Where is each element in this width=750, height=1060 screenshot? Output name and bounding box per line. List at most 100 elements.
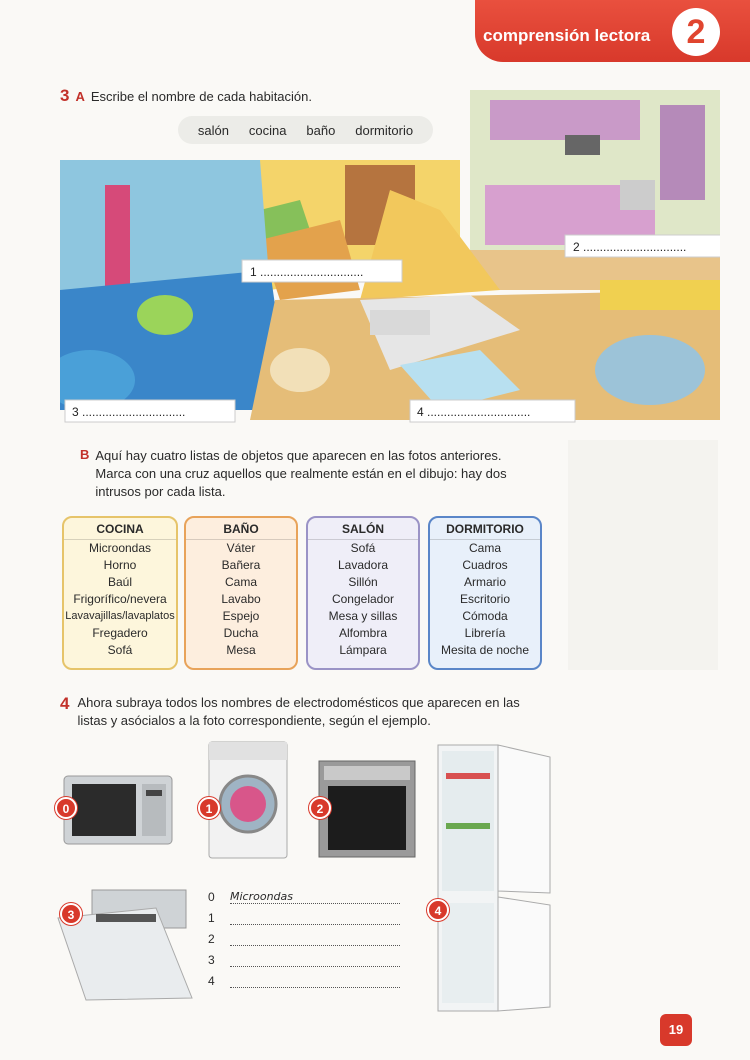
list-item[interactable]: Lámpara [339, 643, 387, 657]
list-item[interactable]: Sofá [107, 643, 133, 657]
instruction-line: intrusos por cada lista. [95, 484, 226, 499]
house-illustration: 1 ............................... 2 ....… [60, 90, 720, 425]
list-item[interactable]: Bañera [221, 558, 261, 572]
washing-machine-icon [208, 741, 288, 859]
list-item[interactable]: Mesa y sillas [328, 609, 398, 623]
dishwasher-photo [56, 888, 196, 1003]
list-bano: BAÑO Váter Bañera Cama Lavabo Espejo Duc… [184, 516, 298, 670]
list-item[interactable]: Lavadora [337, 558, 389, 572]
list-item[interactable]: Fregadero [92, 626, 148, 640]
exercise4-heading: 4 Ahora subraya todos los nombres de ele… [60, 694, 550, 730]
answer-number: 1 [208, 911, 215, 925]
svg-text:3 ............................: 3 ............................... [72, 405, 185, 419]
appliance-badge-2: 2 [309, 797, 331, 819]
answer-field[interactable] [230, 953, 400, 967]
list-item[interactable]: Ducha [223, 626, 259, 640]
list-item[interactable]: Váter [226, 541, 256, 555]
oven-photo [318, 760, 416, 858]
list-title: BAÑO [186, 518, 296, 540]
oven-icon [318, 760, 416, 858]
answer-row-3: 3 [208, 949, 400, 967]
list-item[interactable]: Alfombra [338, 626, 388, 640]
word-bank-item: dormitorio [355, 122, 414, 138]
exercise3b-heading: B Aquí hay cuatro listas de objetos que … [80, 447, 550, 501]
svg-text:2 ............................: 2 ............................... [573, 240, 686, 254]
answer-row-4: 4 [208, 970, 400, 988]
answer-number: 4 [208, 974, 215, 988]
exercise-number: 4 [60, 694, 70, 713]
instruction-text: Ahora subraya todos los nombres de elect… [77, 694, 519, 730]
house-cutaway-image: 1 ............................... 2 ....… [60, 90, 720, 423]
list-item[interactable]: Escritorio [459, 592, 510, 606]
faded-margin-area [568, 440, 718, 670]
list-dormitorio: DORMITORIO Cama Cuadros Armario Escritor… [428, 516, 542, 670]
list-item[interactable]: Cómoda [462, 609, 508, 623]
part-letter: B [80, 447, 90, 462]
word-bank: salón cocina baño dormitorio [178, 116, 433, 144]
room-label-2: 2 ............................... [564, 234, 720, 258]
answer-field[interactable] [230, 911, 400, 925]
list-salon: SALÓN Sofá Lavadora Sillón Congelador Me… [306, 516, 420, 670]
list-item[interactable]: Congelador [331, 592, 395, 606]
list-item[interactable]: Sofá [350, 541, 376, 555]
appliance-badge-1: 1 [198, 797, 220, 819]
instruction-line: Marca con una cruz aquellos que realment… [95, 466, 507, 481]
answer-number: 2 [208, 932, 215, 946]
list-item[interactable]: Horno [103, 558, 137, 572]
section-title: comprensión lectora [483, 26, 651, 45]
answer-field[interactable]: Microondas [230, 890, 400, 904]
list-item[interactable]: Lavabo [221, 592, 261, 606]
unit-number-badge: 2 [672, 8, 720, 56]
word-bank-item: salón [197, 122, 229, 138]
list-item[interactable]: Baúl [107, 575, 133, 589]
answer-number: 0 [208, 890, 215, 904]
list-cocina: COCINA Microondas Horno Baúl Frigorífico… [62, 516, 178, 670]
instruction-text: Escribe el nombre de cada habitación. [90, 89, 312, 104]
list-item[interactable]: Sillón [348, 575, 378, 589]
appliance-badge-3: 3 [60, 903, 82, 925]
answer-field[interactable] [230, 974, 400, 988]
room-label-3: 3 ............................... [64, 399, 236, 423]
word-bank-item: baño [306, 122, 336, 138]
list-title: COCINA [64, 518, 176, 540]
answer-row-1: 1 [208, 907, 400, 925]
instruction-text: Aquí hay cuatro listas de objetos que ap… [95, 447, 506, 501]
list-item[interactable]: Cama [224, 575, 257, 589]
svg-text:4 ............................: 4 ............................... [417, 405, 530, 419]
exercise-number: 3 [60, 86, 70, 105]
list-item[interactable]: Lavavajillas/lavaplatos [65, 610, 175, 622]
room-label-4: 4 ............................... [409, 399, 576, 423]
answer-row-0: 0 Microondas [208, 886, 400, 904]
fridge-icon [437, 744, 551, 1012]
fridge-photo [436, 743, 554, 1013]
svg-text:1 ............................: 1 ............................... [250, 265, 363, 279]
washing-machine-photo [207, 740, 289, 860]
answer-row-2: 2 [208, 928, 400, 946]
list-item[interactable]: Microondas [88, 541, 152, 555]
appliance-badge-4: 4 [427, 899, 449, 921]
list-item[interactable]: Cama [468, 541, 501, 555]
page-number: 19 [660, 1014, 692, 1046]
instruction-line: listas y asócialos a la foto correspondi… [77, 713, 431, 728]
list-item[interactable]: Armario [463, 575, 506, 589]
dishwasher-icon [57, 889, 193, 1001]
answer-number: 3 [208, 953, 215, 967]
list-item[interactable]: Mesa [226, 643, 256, 657]
appliance-badge-0: 0 [55, 797, 77, 819]
list-item[interactable]: Cuadros [462, 558, 508, 572]
word-bank-item: cocina [248, 122, 287, 138]
microwave-icon [63, 775, 173, 845]
list-item[interactable]: Frigorífico/nevera [73, 592, 167, 606]
list-item[interactable]: Mesita de noche [440, 643, 530, 657]
instruction-line: Ahora subraya todos los nombres de elect… [77, 695, 520, 710]
exercise3a-heading: 3 A Escribe el nombre de cada habitación… [60, 86, 312, 106]
list-title: SALÓN [308, 518, 418, 540]
answer-field[interactable] [230, 932, 400, 946]
microwave-photo [62, 772, 174, 848]
list-title: DORMITORIO [430, 518, 540, 540]
list-item[interactable]: Espejo [222, 609, 260, 623]
instruction-line: Aquí hay cuatro listas de objetos que ap… [95, 448, 502, 463]
list-item[interactable]: Librería [464, 626, 506, 640]
room-label-1: 1 ............................... [241, 259, 403, 283]
part-letter: A [75, 89, 85, 104]
